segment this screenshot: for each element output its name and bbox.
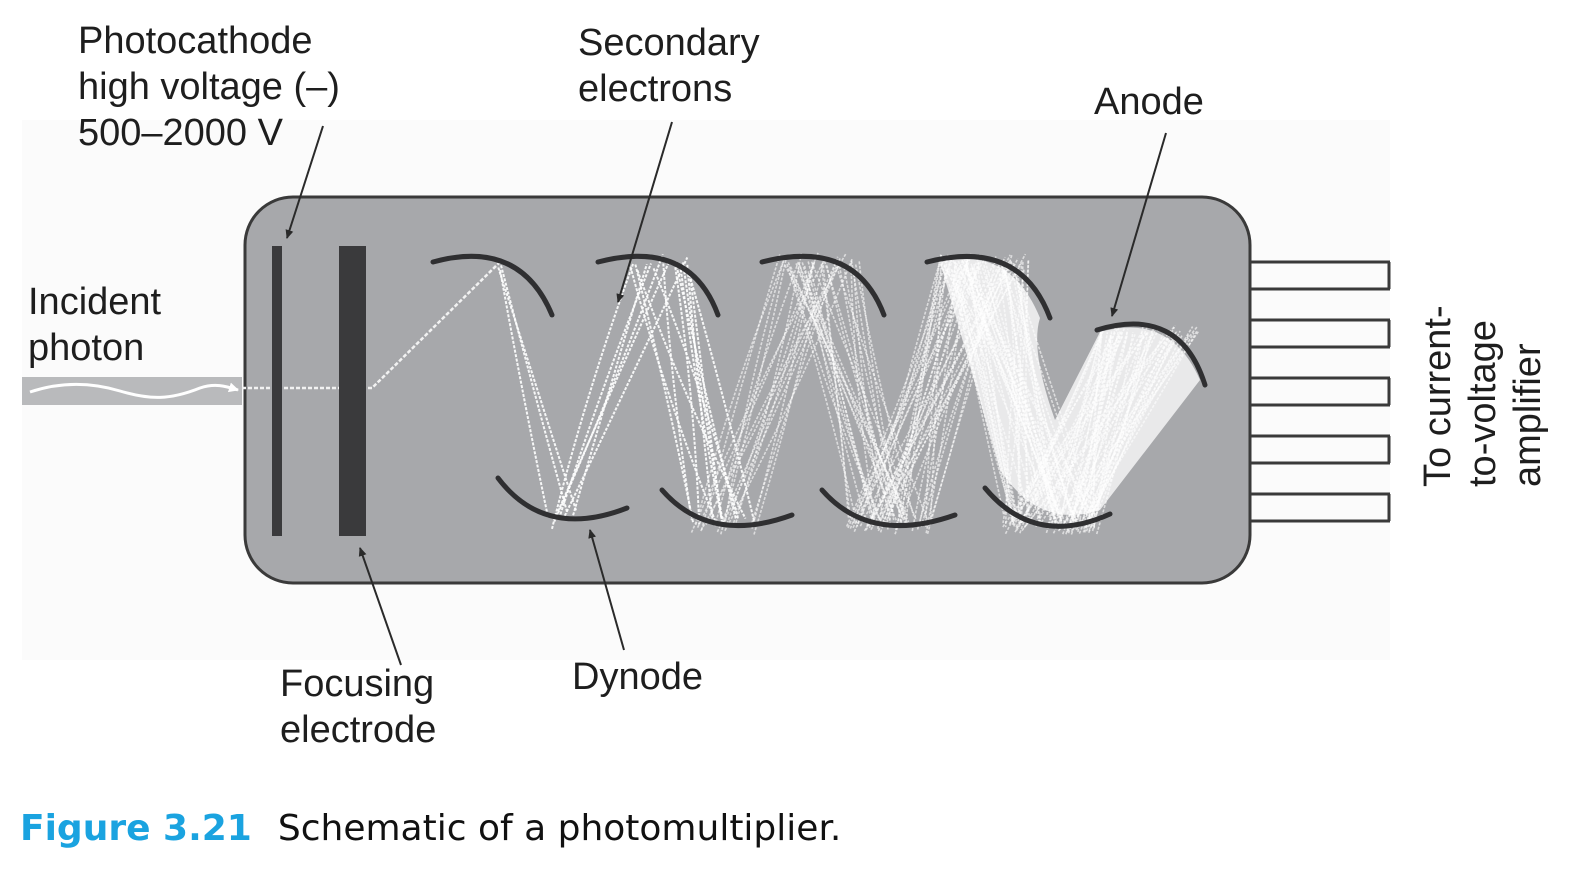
- secondary-electrons-label: Secondary electrons: [578, 22, 770, 110]
- photon-wave-icon: [29, 382, 239, 399]
- dynode-7: [924, 253, 1053, 321]
- output-pin: [1245, 434, 1391, 465]
- anode-electron-cloud: [940, 258, 1200, 515]
- photocathode-label: Photocathode high voltage (–) 500–2000 V: [78, 20, 351, 154]
- dynode-5: [759, 253, 887, 318]
- figure-caption-text: Schematic of a photomultiplier.: [278, 808, 842, 849]
- output-label: To current- to-voltage amplifier: [1417, 295, 1549, 487]
- output-pin: [1245, 260, 1391, 291]
- dynode-6: [819, 487, 958, 529]
- dynode-label: Dynode: [572, 656, 703, 698]
- focusing-electrode-leader: [358, 547, 402, 666]
- electron-cascade-stage: [629, 260, 756, 525]
- dynode-2: [495, 475, 630, 522]
- anode: [1094, 321, 1208, 388]
- primary-electron-path: [242, 261, 501, 390]
- incident-photon-beam: [22, 377, 242, 405]
- incident-photon-label: Incident photon: [28, 281, 172, 369]
- dynode-4: [659, 487, 795, 529]
- dynode-leader: [588, 529, 625, 651]
- output-pins: [1245, 260, 1391, 523]
- dynode-1: [430, 253, 555, 318]
- electron-cascade: [497, 252, 1200, 535]
- output-pin: [1245, 318, 1391, 349]
- figure-number: Figure 3.21: [20, 808, 252, 849]
- focusing-electrode: [339, 246, 366, 536]
- figure-caption: Figure 3.21 Schematic of a photomultipli…: [20, 808, 841, 849]
- output-pin: [1245, 376, 1391, 407]
- focusing-electrode-label: Focusing electrode: [280, 663, 445, 751]
- output-pin: [1245, 492, 1391, 523]
- electron-cascade-stage: [497, 260, 578, 518]
- dynodes: [430, 253, 1208, 529]
- electron-cascade-stage: [551, 253, 689, 530]
- anode-label: Anode: [1094, 81, 1204, 123]
- photocathode: [272, 246, 282, 536]
- leader-lines: [285, 121, 1167, 666]
- anode-leader: [1110, 132, 1167, 317]
- photocathode-leader: [285, 125, 324, 239]
- dynode-3: [595, 253, 721, 318]
- secondary-electrons-leader: [616, 121, 673, 303]
- dynode-8: [982, 485, 1113, 529]
